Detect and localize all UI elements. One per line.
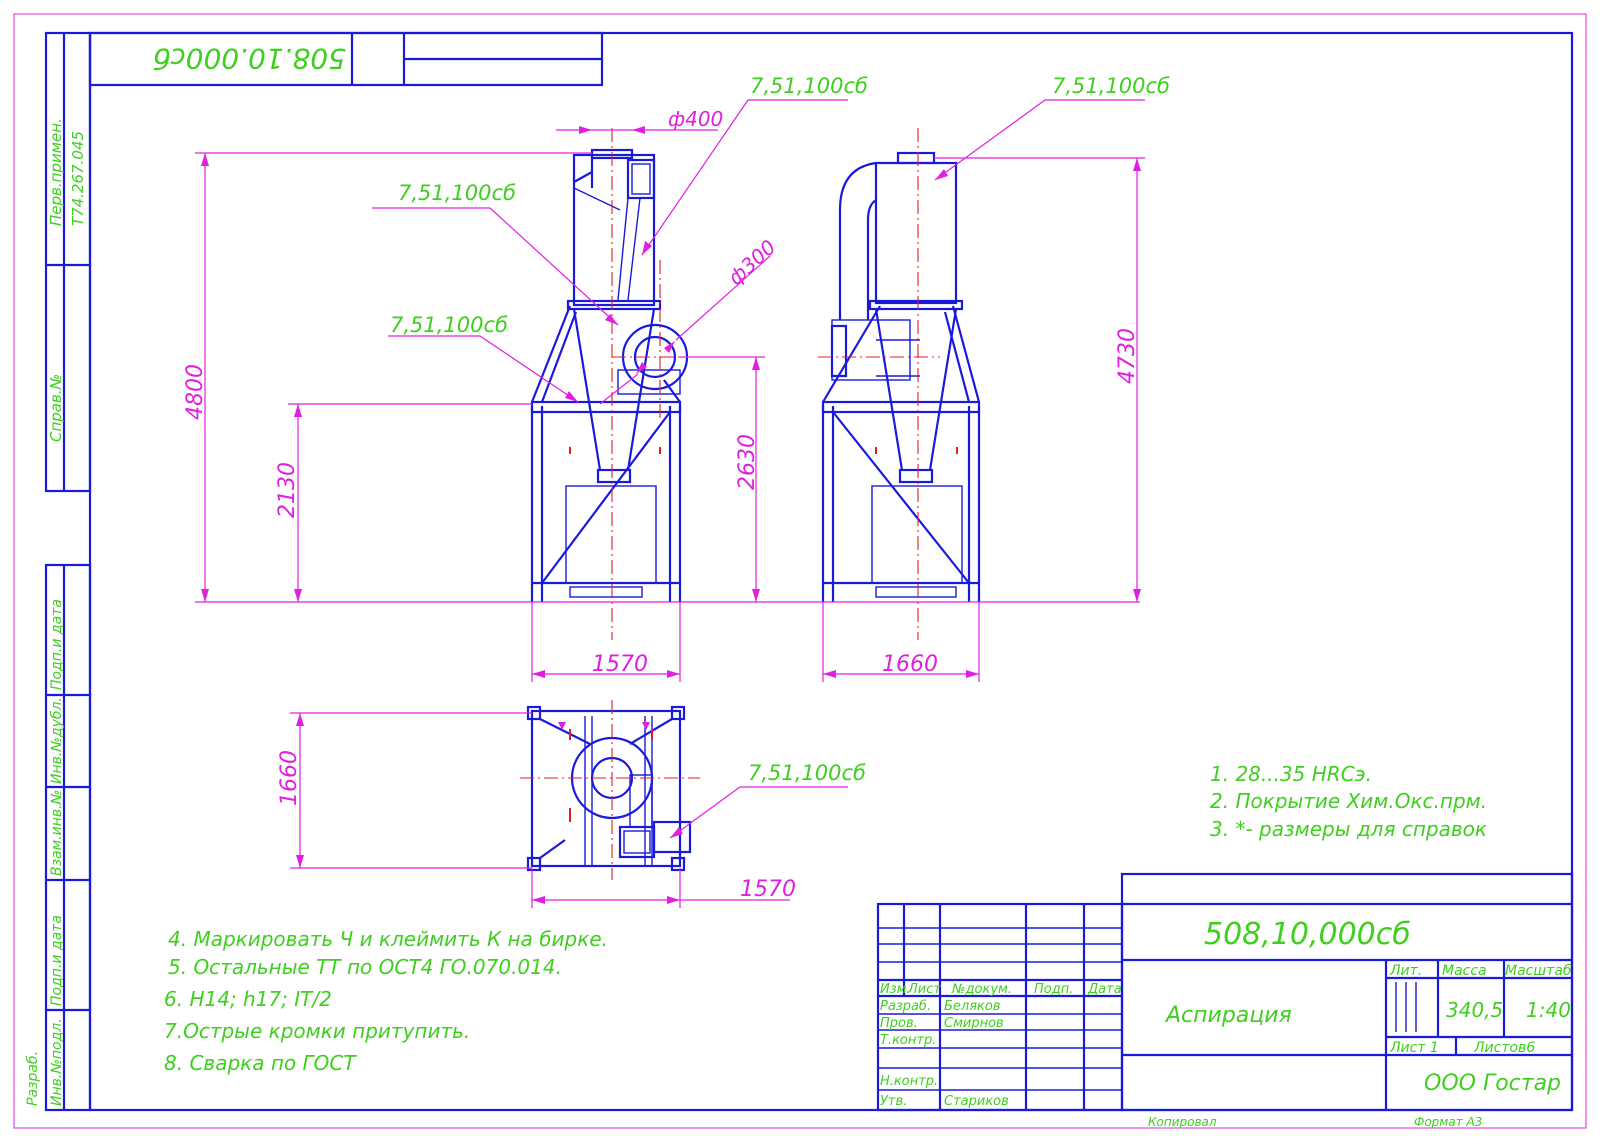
note-5: 5. Остальные ТТ по ОСТ4 ГО.070.014.: [168, 955, 562, 979]
perv-primen-code: Т74.267.045: [69, 131, 87, 226]
scale-header: Масштаб: [1505, 963, 1572, 979]
side-view: [818, 128, 981, 640]
sheets-total: Листов6: [1473, 1040, 1535, 1056]
drawing-title: Аспирация: [1164, 1003, 1292, 1028]
note-4: 4. Маркировать Ч и клеймить К на бирке.: [168, 927, 608, 951]
top-code-block: [88, 31, 604, 87]
col-sign: Подп.: [1034, 982, 1073, 997]
inv-podl-label: Инв.№подл.: [49, 1018, 65, 1106]
podp-data-1-label: Подп.и дата: [49, 599, 65, 690]
tkontr-label: Т.контр.: [880, 1033, 936, 1048]
col-izm: Изм.: [880, 982, 911, 997]
col-date: Дата: [1087, 982, 1122, 997]
scale-value: 1:40: [1526, 998, 1571, 1022]
dim-d300: ф300: [723, 235, 780, 290]
sheet-trim: [13, 13, 1587, 1129]
leader-label-front-outlet: 7,51,100сб: [750, 74, 868, 98]
utv-label: Утв.: [880, 1094, 907, 1109]
podp-data-2-label: Подп.и дата: [49, 915, 65, 1006]
dim-4730: 4730: [1115, 328, 1140, 384]
company-name: ООО Гостар: [1424, 1071, 1561, 1096]
mass-value: 340,5: [1446, 998, 1503, 1022]
dimension-lines: [195, 99, 1145, 908]
dim-2630: 2630: [735, 434, 760, 490]
sprav-label: Справ.№: [47, 374, 65, 442]
prov-label: Пров.: [880, 1016, 918, 1031]
plan-view: [520, 700, 700, 880]
dim-1660-side: 1660: [882, 652, 938, 677]
left-binding-strip: [44, 31, 92, 1112]
perv-primen-label: Перв.примен.: [47, 118, 65, 226]
col-doc: №докум.: [951, 982, 1012, 997]
note-8: 8. Сварка по ГОСТ: [164, 1051, 357, 1075]
note-1: 1. 28...35 HRCэ.: [1210, 762, 1372, 786]
prov-name: Смирнов: [944, 1016, 1004, 1031]
dim-1660-plan: 1660: [277, 750, 302, 806]
utv-name: Стариков: [944, 1094, 1009, 1109]
razrab-name: Беляков: [944, 999, 1001, 1014]
inv-dubl-label: Инв.№дубл.: [49, 697, 65, 784]
leader-label-front-fan: 7,51,100сб: [398, 181, 516, 205]
copied-by: Копировал: [1148, 1115, 1217, 1129]
sheet-format: Формат А3: [1414, 1115, 1482, 1129]
leader-label-front-cone: 7,51,100сб: [390, 313, 508, 337]
dim-2130: 2130: [275, 462, 300, 518]
mass-header: Масса: [1442, 963, 1487, 979]
leader-label-plan-fan: 7,51,100сб: [748, 761, 866, 785]
note-7: 7.Острые кромки притупить.: [164, 1019, 470, 1043]
dim-1570-front: 1570: [592, 652, 648, 677]
sheet-number: Лист 1: [1389, 1040, 1439, 1056]
dim-d400: ф400: [668, 107, 723, 131]
stamp-drawing-code: 508,10,000сб: [1204, 917, 1411, 952]
leader-label-side-cyclone: 7,51,100сб: [1052, 74, 1170, 98]
note-2: 2. Покрытие Хим.Окс.прм.: [1210, 789, 1487, 813]
note-3: 3. *- размеры для справок: [1210, 817, 1487, 841]
razrab-side-label: Разраб.: [25, 1051, 41, 1106]
dim-4800: 4800: [183, 364, 208, 420]
note-6: 6. Н14; h17; IT/2: [164, 987, 332, 1011]
vzam-inv-label: Взам.инв.№: [49, 790, 65, 876]
col-list: Лист: [907, 982, 941, 997]
top-drawing-code: 508.10.000сб: [153, 42, 346, 75]
nkontr-label: Н.контр.: [880, 1074, 938, 1089]
razrab-label: Разраб.: [880, 999, 931, 1014]
lit-header: Лит.: [1389, 963, 1422, 979]
title-block: [876, 872, 1574, 1112]
dim-1570-plan: 1570: [740, 877, 796, 902]
front-view: [530, 128, 700, 640]
